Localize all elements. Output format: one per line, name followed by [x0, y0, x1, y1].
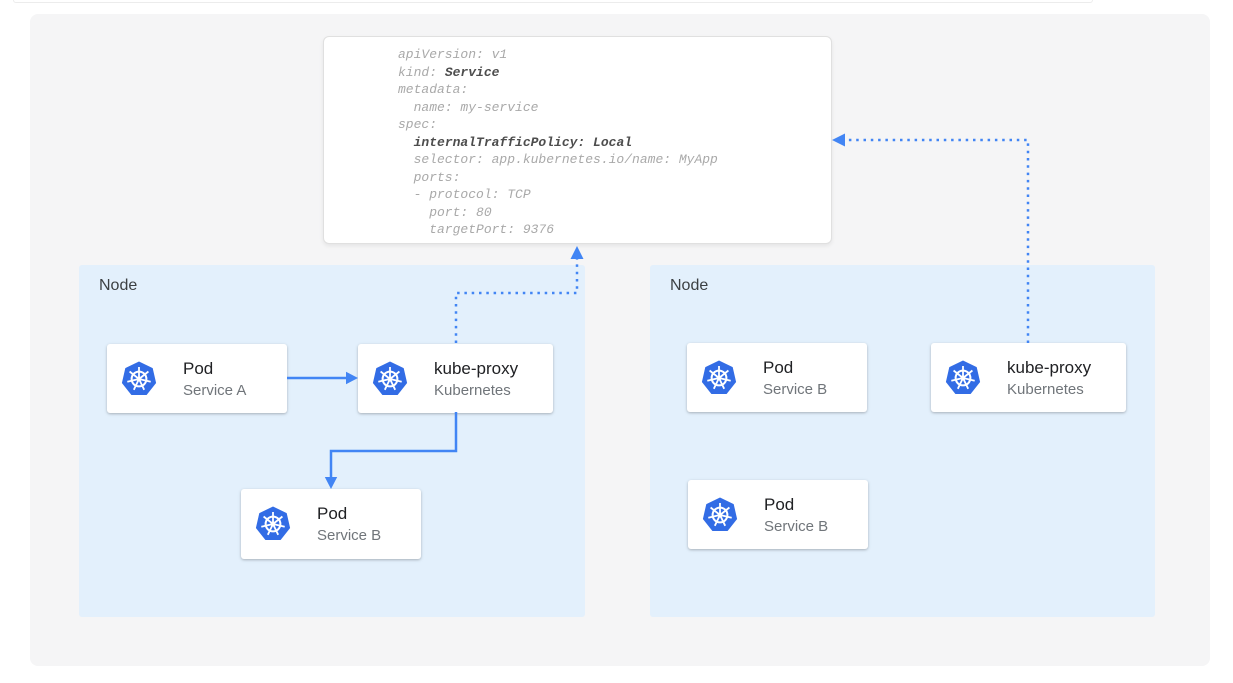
card-title: Pod [183, 358, 214, 378]
node-left: Node Pod Service A kube-proxy Kubernetes [79, 265, 585, 617]
kubernetes-icon [702, 497, 738, 533]
card-pod-service-b-right-bottom: Pod Service B [688, 480, 868, 549]
card-subtitle: Kubernetes [1007, 380, 1084, 398]
top-divider [13, 0, 1093, 3]
card-pod-service-b-right-top: Pod Service B [687, 343, 867, 412]
kubernetes-icon [255, 506, 291, 542]
card-title: Pod [317, 504, 348, 523]
card-kube-proxy-left: kube-proxy Kubernetes [358, 344, 553, 413]
card-title: Pod [764, 494, 795, 514]
card-pod-service-a: Pod Service A [107, 344, 287, 413]
card-subtitle: Service B [764, 517, 829, 535]
node-label: Node [99, 277, 138, 294]
card-subtitle: Service B [763, 380, 828, 398]
card-subtitle: Service A [183, 381, 247, 399]
kubernetes-icon [945, 360, 981, 396]
card-kube-proxy-right: kube-proxy Kubernetes [931, 343, 1126, 412]
card-pod-service-b-left: Pod Service B [241, 489, 421, 559]
kubernetes-icon [121, 361, 157, 397]
kubernetes-icon [372, 361, 408, 397]
node-label: Node [670, 277, 709, 294]
kubernetes-icon [701, 360, 737, 396]
card-subtitle: Kubernetes [434, 381, 511, 399]
card-title: Pod [763, 357, 794, 377]
card-subtitle: Service B [317, 527, 382, 544]
card-title: kube-proxy [434, 358, 519, 378]
card-title: kube-proxy [1007, 357, 1092, 377]
node-right: Node Pod Service B kube-proxy Kubernetes [650, 265, 1155, 617]
